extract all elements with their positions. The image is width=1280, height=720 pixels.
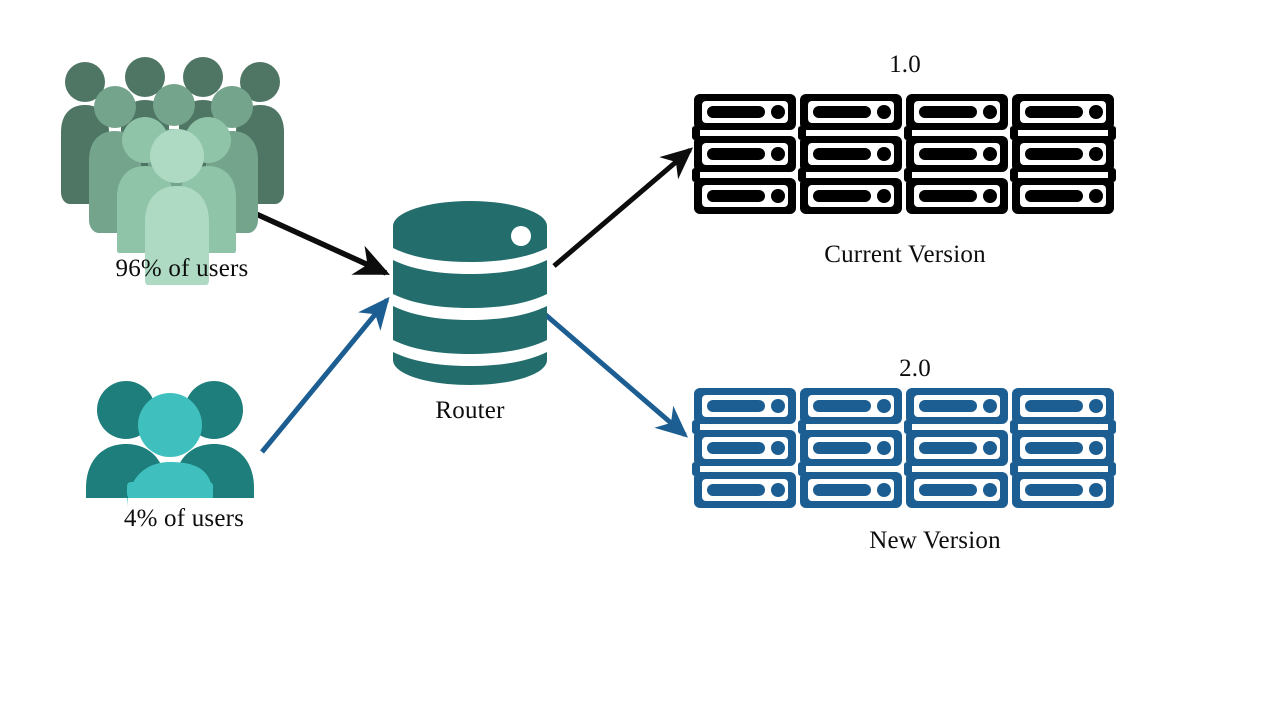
rack-column — [692, 94, 796, 214]
arrow-small-group-to-router — [260, 296, 390, 454]
new-version-name-label: New Version — [869, 527, 1001, 554]
current-version-name-label: Current Version — [824, 241, 986, 268]
crowd-highlight-figure — [145, 129, 209, 285]
crowd-of-users-icon — [60, 50, 290, 285]
server-rack-current-version — [692, 92, 1116, 216]
arrow-router-to-current-version — [552, 147, 694, 268]
rack-column — [1010, 388, 1116, 508]
current-version-number-label: 1.0 — [889, 51, 921, 78]
rack-column — [798, 388, 902, 508]
server-rack-new-version — [692, 386, 1116, 510]
arrow-router-to-new-version — [538, 308, 689, 438]
small-group-front-figure — [127, 393, 213, 509]
rack-column — [904, 388, 1008, 508]
rack-column — [1010, 94, 1116, 214]
rack-column — [798, 94, 902, 214]
crowd-percentage-label: 96% of users — [115, 255, 249, 282]
router-label: Router — [435, 397, 505, 424]
router-database-icon — [385, 198, 555, 388]
rack-column — [692, 388, 796, 508]
router-status-light-icon — [511, 226, 531, 246]
rack-column — [904, 94, 1008, 214]
crowd-front-row — [117, 117, 236, 285]
small-group-percentage-label: 4% of users — [123, 505, 245, 532]
new-version-number-label: 2.0 — [899, 355, 931, 382]
small-group-of-users-icon — [78, 378, 263, 509]
